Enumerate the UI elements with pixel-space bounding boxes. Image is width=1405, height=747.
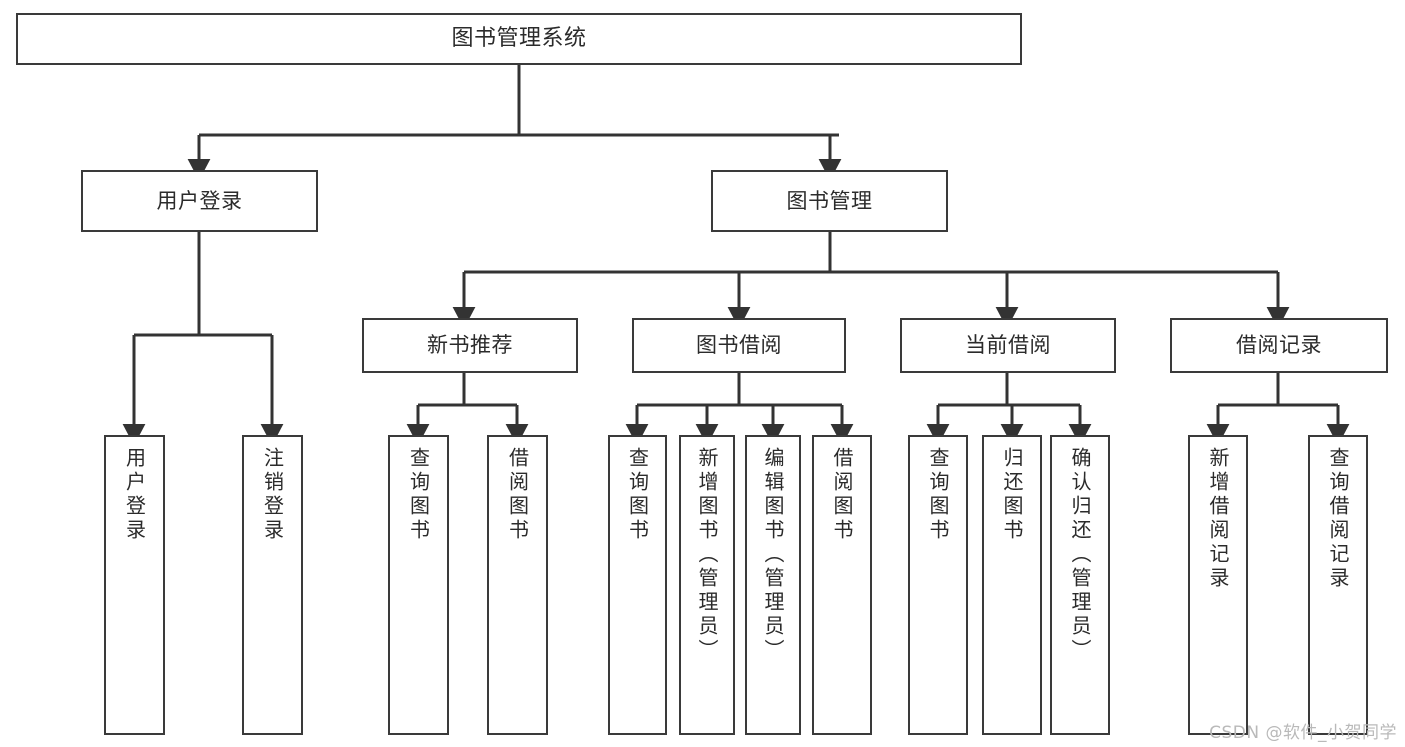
- leaf-node-0[interactable]: 用户登录: [104, 435, 165, 735]
- level1-node-0[interactable]: 用户登录: [81, 170, 318, 232]
- leaf-node-7-label: 借阅图书: [830, 447, 854, 543]
- leaf-node-2-label: 查询图书: [406, 447, 431, 543]
- leaf-node-4-label: 查询图书: [625, 447, 650, 543]
- level2-node-0[interactable]: 新书推荐: [362, 318, 578, 373]
- leaf-node-9-label: 归还图书: [1000, 447, 1024, 543]
- leaf-node-0-label: 用户登录: [122, 447, 147, 543]
- leaf-node-5[interactable]: 新增图书（管理员）: [679, 435, 735, 735]
- leaf-node-12[interactable]: 查询借阅记录: [1308, 435, 1368, 735]
- leaf-node-2[interactable]: 查询图书: [388, 435, 449, 735]
- leaf-node-3[interactable]: 借阅图书: [487, 435, 548, 735]
- leaf-node-6-label: 编辑图书（管理员）: [761, 447, 785, 663]
- leaf-node-12-label: 查询借阅记录: [1326, 447, 1350, 591]
- leaf-node-3-label: 借阅图书: [505, 447, 530, 543]
- leaf-node-9[interactable]: 归还图书: [982, 435, 1042, 735]
- leaf-node-11-label: 新增借阅记录: [1206, 447, 1230, 591]
- level2-node-2[interactable]: 当前借阅: [900, 318, 1116, 373]
- leaf-node-10-label: 确认归还（管理员）: [1068, 447, 1092, 663]
- level1-node-1-label: 图书管理: [786, 188, 873, 213]
- leaf-node-1[interactable]: 注销登录: [242, 435, 303, 735]
- level2-node-1[interactable]: 图书借阅: [632, 318, 846, 373]
- level2-node-0-label: 新书推荐: [427, 333, 513, 358]
- leaf-node-8[interactable]: 查询图书: [908, 435, 968, 735]
- leaf-node-7[interactable]: 借阅图书: [812, 435, 872, 735]
- leaf-node-5-label: 新增图书（管理员）: [695, 447, 719, 663]
- root-node-0[interactable]: 图书管理系统: [16, 13, 1022, 65]
- leaf-node-11[interactable]: 新增借阅记录: [1188, 435, 1248, 735]
- leaf-node-6[interactable]: 编辑图书（管理员）: [745, 435, 801, 735]
- leaf-node-1-label: 注销登录: [260, 447, 285, 543]
- level2-node-3[interactable]: 借阅记录: [1170, 318, 1388, 373]
- leaf-node-4[interactable]: 查询图书: [608, 435, 667, 735]
- level1-node-1[interactable]: 图书管理: [711, 170, 948, 232]
- level2-node-3-label: 借阅记录: [1236, 333, 1322, 358]
- level2-node-1-label: 图书借阅: [696, 333, 782, 358]
- level1-node-0-label: 用户登录: [156, 188, 243, 213]
- leaf-node-10[interactable]: 确认归还（管理员）: [1050, 435, 1110, 735]
- level2-node-2-label: 当前借阅: [965, 333, 1051, 358]
- root-node-0-label: 图书管理系统: [451, 26, 587, 52]
- leaf-node-8-label: 查询图书: [926, 447, 950, 543]
